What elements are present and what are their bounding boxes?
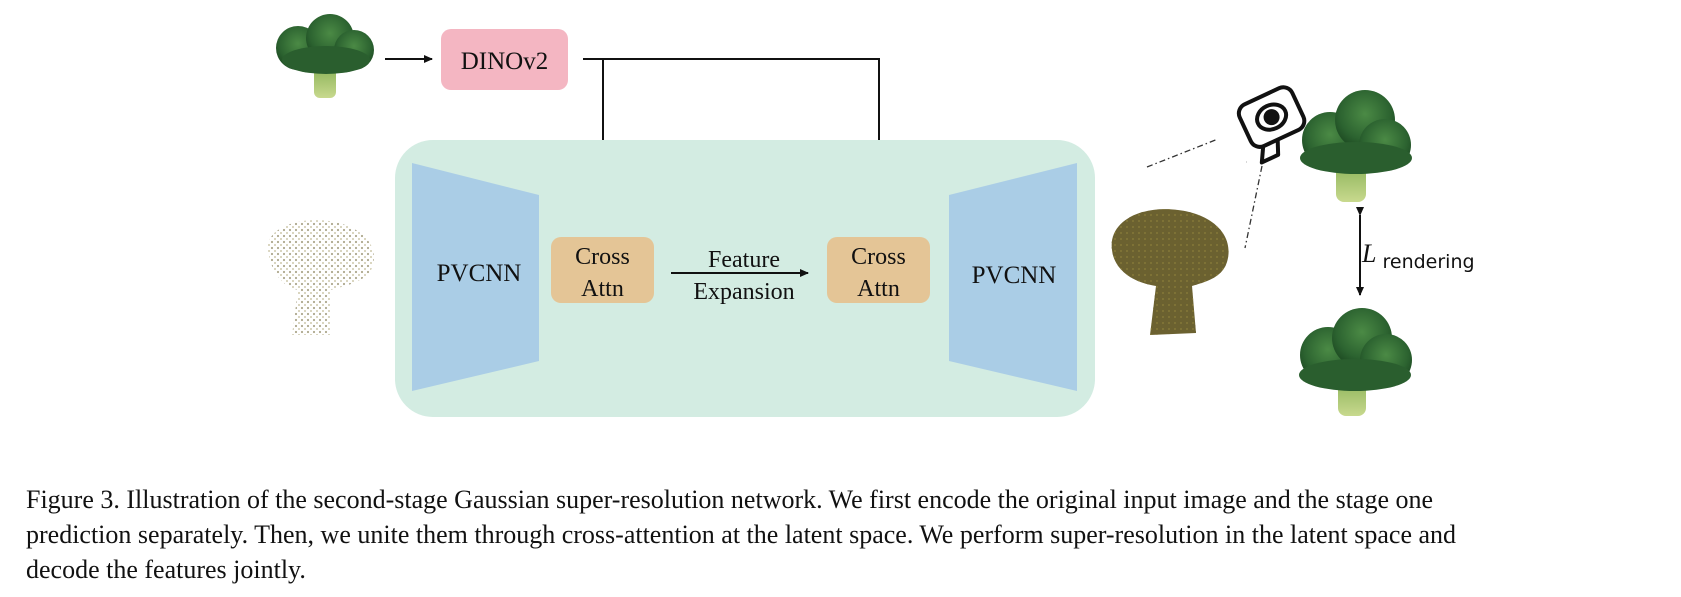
encoder-pvcnn: PVCNN	[412, 163, 539, 391]
cross-attn-1-line-2: Attn	[581, 276, 624, 302]
decoder-pvcnn: PVCNN	[949, 163, 1077, 391]
dino-box: DINOv2	[441, 29, 568, 90]
ground-truth-broccoli	[1299, 308, 1412, 416]
cross-attn-block-1: Cross Attn	[551, 237, 654, 303]
loss-subscript: rendering	[1383, 251, 1475, 273]
rendering-loss: L rendering	[1356, 207, 1475, 296]
caption-line-2: prediction separately. Then, we unite th…	[26, 520, 1457, 549]
cross-attn-2-line-1: Cross	[851, 244, 906, 270]
caption-line-1: Figure 3. Illustration of the second-sta…	[26, 485, 1434, 514]
encoder-label: PVCNN	[437, 260, 522, 287]
decoder-label: PVCNN	[972, 262, 1057, 289]
cross-attn-2-line-2: Attn	[857, 276, 900, 302]
loss-symbol: L	[1361, 239, 1376, 268]
sparse-point-cloud	[267, 220, 374, 335]
figure-caption: Figure 3. Illustration of the second-sta…	[26, 482, 1676, 587]
expansion-line-2: Expansion	[693, 279, 794, 305]
svg-text:L rendering: L rendering	[1361, 239, 1475, 273]
rendered-broccoli	[1300, 90, 1412, 202]
feature-expansion: Feature Expansion	[671, 247, 809, 305]
camera-icon	[1236, 85, 1307, 165]
cross-attn-1-line-1: Cross	[575, 244, 630, 270]
expansion-line-1: Feature	[708, 247, 780, 273]
network-background	[395, 140, 1095, 417]
camera-view-lines	[1146, 138, 1263, 249]
broccoli-input-image	[276, 14, 374, 98]
caption-line-3: decode the features jointly.	[26, 555, 306, 584]
architecture-figure: DINOv2 PVCNN Cross Attn Feature Expansio…	[267, 14, 1475, 417]
dense-point-cloud	[1111, 209, 1229, 335]
dino-label: DINOv2	[461, 48, 549, 75]
cross-attn-block-2: Cross Attn	[827, 237, 930, 303]
